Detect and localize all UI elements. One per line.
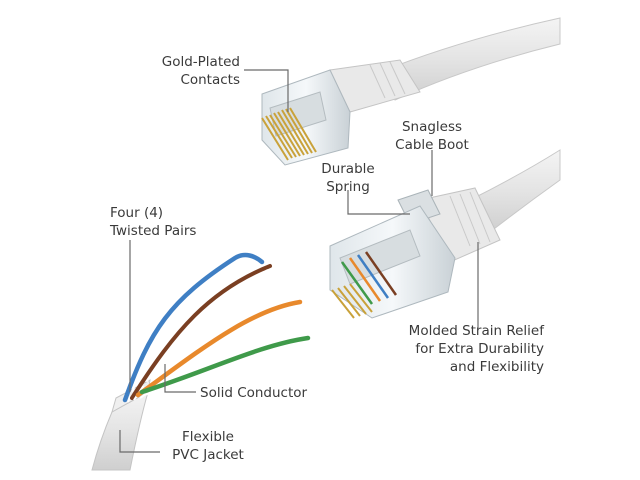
label-four-twisted-pairs: Four (4) Twisted Pairs (110, 204, 230, 240)
label-spring-line2: Spring (326, 179, 370, 195)
leader-pvc-jacket (119, 430, 160, 453)
label-snagless-line2: Cable Boot (395, 137, 469, 153)
label-snagless-line1: Snagless (401, 119, 463, 135)
label-strain-line3: and Flexibility (449, 359, 544, 375)
label-pairs-line1: Four (4) (110, 205, 164, 221)
label-strain-line1: Molded Strain Relief (408, 323, 544, 339)
label-molded-strain-relief: Molded Strain Relief for Extra Durabilit… (388, 322, 544, 376)
top-plug-window (269, 91, 327, 137)
leader-durable-spring (347, 190, 410, 215)
label-pairs-line2: Twisted Pairs (110, 223, 197, 239)
label-flexible-pvc-jacket: Flexible PVC Jacket (160, 428, 256, 464)
top-cable (379, 17, 561, 101)
label-gold-line2: Contacts (180, 72, 240, 88)
label-strain-line2: for Extra Durability (415, 341, 544, 357)
top-connector (261, 17, 561, 166)
leader-gold-contacts (244, 69, 289, 112)
pair-orange (135, 299, 303, 398)
gold-contacts (261, 107, 317, 161)
pair-orange-white (139, 305, 299, 399)
label-durable-spring: Durable Spring (306, 160, 390, 196)
label-gold-line1: Gold-Plated (161, 54, 240, 70)
pair-blue-white (127, 261, 241, 403)
label-solid-conductor: Solid Conductor (200, 384, 320, 402)
pair-blue (122, 252, 265, 403)
label-snagless-cable-boot: Snagless Cable Boot (386, 118, 478, 154)
bottom-connector (329, 149, 561, 319)
bottom-wires (340, 251, 398, 305)
top-boot-ridges (369, 61, 406, 99)
label-jacket-line1: Flexible (182, 429, 234, 445)
pair-brown-white (133, 269, 269, 401)
label-conductor-line1: Solid Conductor (200, 385, 308, 401)
bottom-cable (469, 149, 561, 233)
pair-brown (130, 264, 272, 400)
label-jacket-line2: PVC Jacket (172, 447, 244, 463)
bottom-boot-ridges (449, 191, 491, 247)
label-gold-plated-contacts: Gold-Plated Contacts (150, 53, 240, 89)
label-spring-line1: Durable (321, 161, 375, 177)
bottom-gold-contacts (331, 283, 373, 319)
pair-green-white (143, 341, 307, 396)
leader-lines (119, 69, 479, 453)
leader-solid-conductor (164, 364, 196, 393)
